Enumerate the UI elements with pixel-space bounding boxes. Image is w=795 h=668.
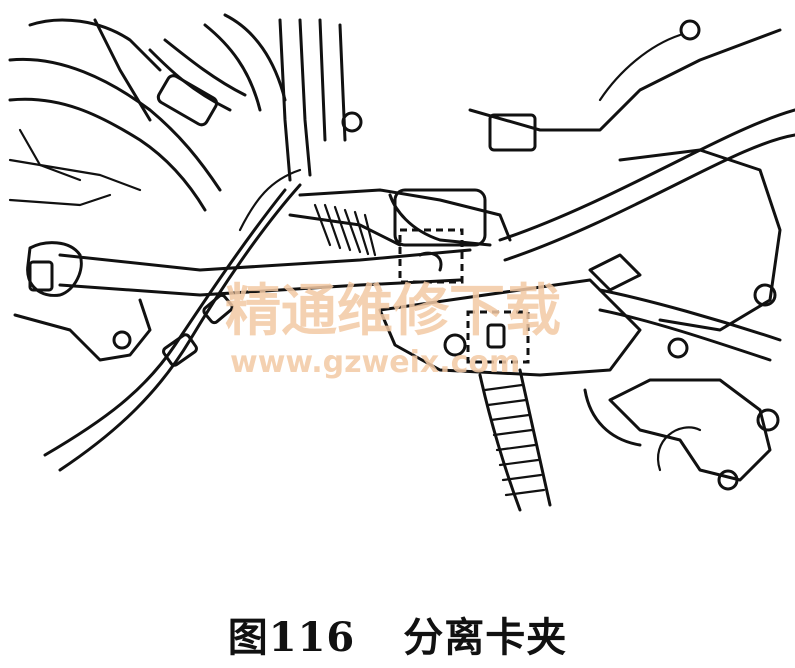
watermark-text-cn: 精通维修下载 (225, 278, 561, 344)
figure-caption: 图116 分离卡夹 (0, 600, 795, 668)
figure-title: 分离卡夹 (403, 614, 568, 661)
engine-bay-line-drawing: 精通维修下载 www.gzweix.com (8, 13, 795, 512)
figure-number: 图116 (227, 614, 356, 661)
watermark-text-url: www.gzweix.com (230, 345, 520, 380)
